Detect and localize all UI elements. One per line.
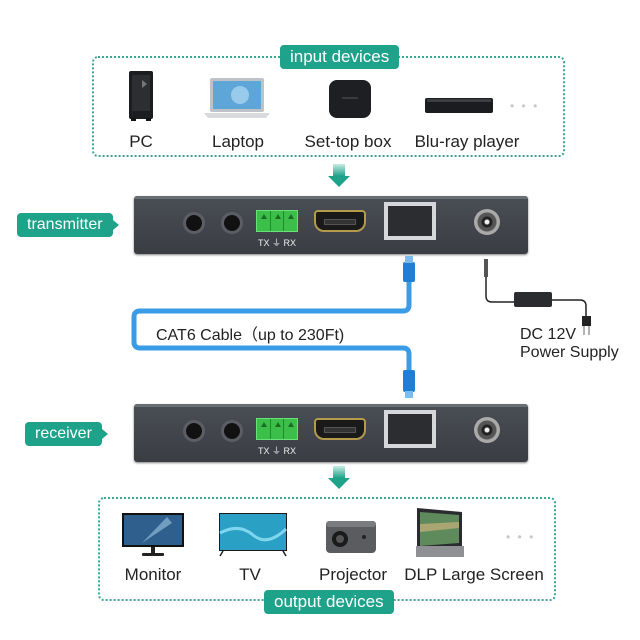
dc-power-jack [474, 417, 500, 443]
receiver-label: receiver [25, 422, 108, 446]
device-label-tv: TV [239, 565, 261, 584]
arrow-down-icon [328, 466, 350, 489]
rj45-plug-top [403, 256, 415, 282]
rj45-port [384, 410, 436, 448]
input-devices-title: input devices [280, 45, 400, 69]
tv-icon [219, 513, 287, 557]
rj45-plug-bottom [403, 370, 415, 398]
device-label-monitor: Monitor [124, 565, 182, 584]
power-supply-label: DC 12V Power Supply [520, 326, 619, 362]
dc-power-jack [474, 209, 500, 235]
more-input-devices-icon: • • • [510, 99, 540, 113]
more-output-devices-icon: • • • [506, 530, 536, 544]
power-supply-line2: Power Supply [520, 344, 619, 361]
ir-terminal-block [256, 418, 298, 440]
ir-terminal-block [256, 210, 298, 232]
monitor-icon [122, 513, 184, 556]
device-label-blu-ray: Blu-ray player [414, 132, 520, 151]
power-supply-line1: DC 12V [520, 326, 577, 343]
power-adapter-icon [484, 259, 591, 335]
transmitter-unit: TX ⏚ RX [134, 196, 528, 254]
terminal-label: TX ⏚ RX [258, 446, 297, 456]
desktop-tower-icon [129, 71, 153, 121]
output-devices-title: output devices [264, 590, 394, 614]
audio-jack-1 [183, 420, 205, 442]
audio-jack-1 [183, 212, 205, 234]
device-label-pc: PC [129, 132, 153, 151]
audio-jack-2 [221, 212, 243, 234]
receiver-unit: TX ⏚ RX [134, 404, 528, 462]
hdmi-port [314, 210, 366, 232]
laptop-icon [204, 78, 270, 118]
set-top-box-icon [329, 80, 371, 118]
arrow-down-icon [328, 164, 350, 187]
projector-icon [326, 521, 376, 553]
blu-ray-player-icon [425, 98, 493, 113]
rj45-port [384, 202, 436, 240]
dlp-screen-icon [416, 508, 464, 557]
device-label-laptop: Laptop [212, 132, 264, 151]
device-label-projector: Projector [318, 565, 388, 584]
cable-label: CAT6 Cable（up to 230Ft) [156, 327, 345, 344]
audio-jack-2 [221, 420, 243, 442]
device-label-set-top-box: Set-top box [304, 132, 392, 151]
terminal-label: TX ⏚ RX [258, 238, 297, 248]
device-label-dlp-screen: DLP Large Screen [404, 565, 544, 584]
transmitter-label: transmitter [17, 213, 119, 237]
hdmi-port [314, 418, 366, 440]
